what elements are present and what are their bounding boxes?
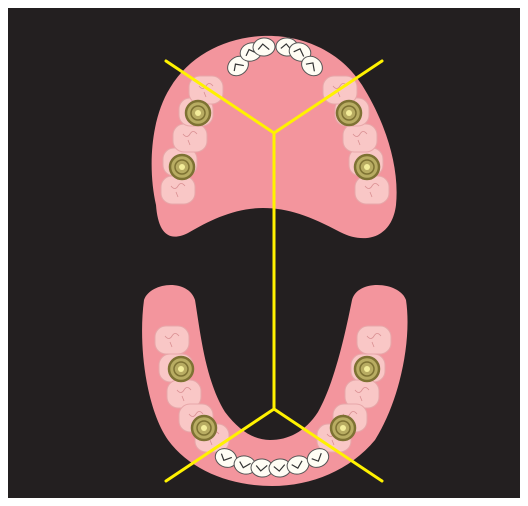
marker-upper-right-1 — [337, 101, 361, 125]
marker-lower-right-2 — [331, 416, 355, 440]
molar-16 — [173, 124, 207, 152]
marker-upper-left-1 — [186, 101, 210, 125]
molar-24 — [355, 176, 389, 204]
marker-upper-right-2 — [355, 155, 379, 179]
marker-lower-left-1 — [169, 357, 193, 381]
marker-lower-right-1 — [355, 357, 379, 381]
molar-18 — [161, 176, 195, 204]
molar-26 — [343, 124, 377, 152]
molar-34 — [357, 326, 391, 354]
marker-lower-left-2 — [192, 416, 216, 440]
marker-upper-left-2 — [170, 155, 194, 179]
molar-48 — [155, 326, 189, 354]
